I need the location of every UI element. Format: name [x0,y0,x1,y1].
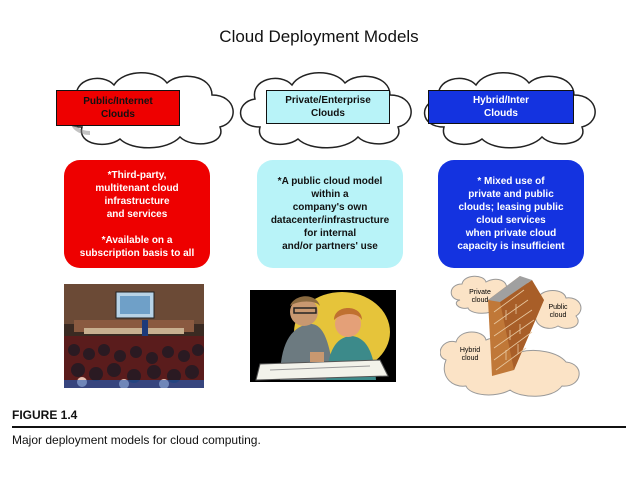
private-desc-line: *A public cloud model [277,176,383,187]
hybrid-cloud-text-1: Hybrid [460,347,480,354]
auditorium-photo [64,284,204,388]
public-clouds-label: Public/Internet Clouds [56,90,180,126]
private-cloud-description: *A public cloud model within a company's… [257,160,403,268]
public-label-line-2: Clouds [101,109,135,120]
public-desc-line: infrastructure [104,195,170,207]
public-desc-line: multitenant cloud [95,182,179,194]
hybrid-desc-line: when private cloud [465,228,557,239]
private-desc-line: datacenter/infrastructure [270,215,390,226]
public-desc-line: *Available on a [101,234,173,246]
figure-caption: Major deployment models for cloud comput… [12,433,261,447]
hybrid-desc-line: private and public [468,189,554,200]
hybrid-desc-line: cloud services [476,215,546,226]
private-cloud-text-2: cloud [472,297,489,304]
public-cloud-text-2: cloud [550,312,567,319]
hybrid-label-line-2: Clouds [484,108,518,119]
figure-label: FIGURE 1.4 [12,408,78,422]
private-desc-line: company's own [292,202,368,213]
private-desc-line: and/or partners' use [282,241,378,252]
private-label-line-1: Private/Enterprise [285,95,371,106]
hybrid-cloud-text-2: cloud [462,355,479,362]
people-working-illustration [250,290,396,382]
public-desc-line: *Third-party, [107,169,167,181]
public-cloud-description: *Third-party, multitenant cloud infrastr… [64,160,210,268]
private-clouds-label: Private/Enterprise Clouds [266,90,390,124]
hybrid-desc-line: * Mixed use of [477,176,545,187]
public-desc-spacer [80,221,194,234]
public-cloud-text-1: Public [548,304,568,311]
private-desc-line: for internal [303,228,357,239]
diagram-title: Cloud Deployment Models [219,27,419,46]
public-desc-line: and services [106,208,168,220]
caption-divider [12,426,626,428]
hybrid-clouds-label: Hybrid/Inter Clouds [428,90,574,124]
private-cloud-text-1: Private [469,289,491,296]
hybrid-cloud-diagram: Private cloud Public cloud Hybrid cloud [440,275,582,397]
public-label-line-1: Public/Internet [83,96,153,107]
private-desc-line: within a [311,189,349,200]
hybrid-label-line-1: Hybrid/Inter [472,95,530,106]
hybrid-desc-line: clouds; leasing public [458,202,564,213]
public-desc-line: subscription basis to all [79,247,195,259]
private-label-line-2: Clouds [311,108,345,119]
hybrid-desc-line: capacity is insufficient [457,241,565,252]
hybrid-cloud-description: * Mixed use of private and public clouds… [438,160,584,268]
